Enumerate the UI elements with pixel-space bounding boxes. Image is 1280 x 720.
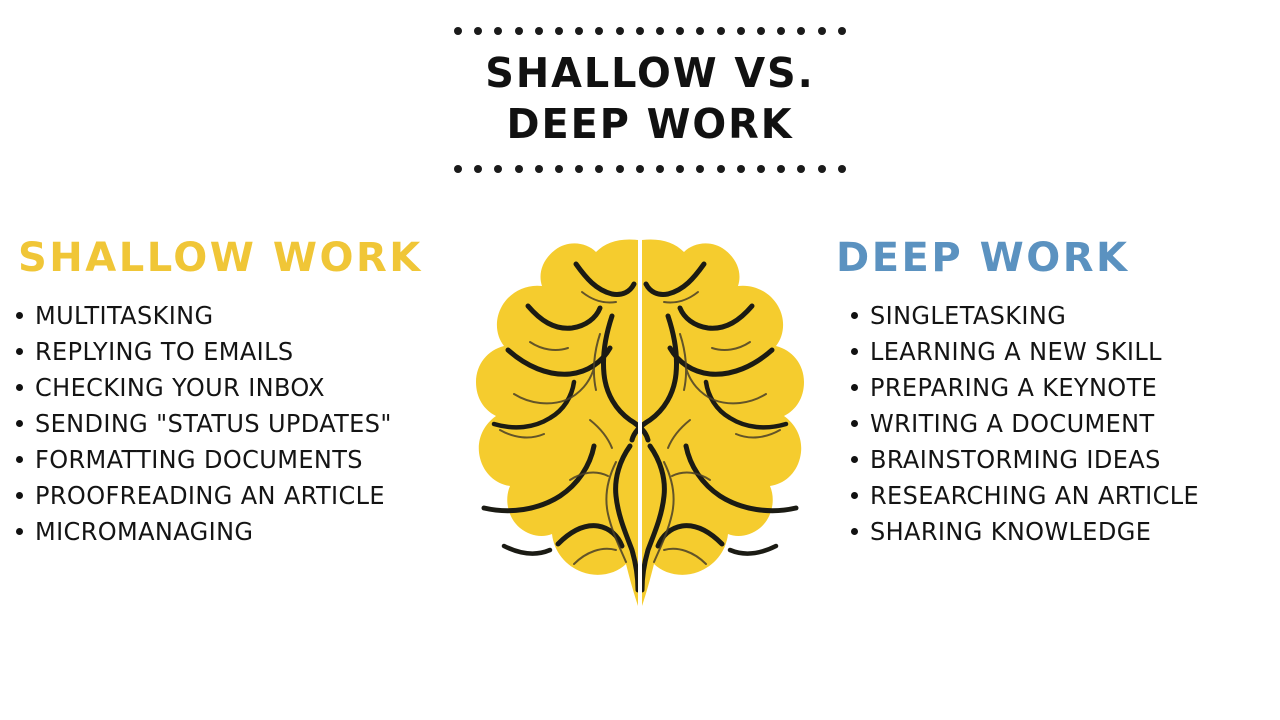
bullet-point-icon [851,348,858,355]
list-item: LEARNING A NEW SKILL [851,339,1213,375]
list-item: CHECKING YOUR INBOX [16,375,407,411]
divider-dot [716,27,725,35]
divider-dot [615,165,624,173]
shallow-work-item-label: MULTITASKING [35,301,214,330]
page-title-line2: DEEP WORK [506,100,794,148]
divider-dot [696,27,705,35]
divider-dot [494,27,503,35]
bullet-point-icon [16,456,23,463]
divider-dot [696,165,705,173]
divider-dot [797,27,806,35]
deep-work-heading: DEEP WORK [836,235,1130,281]
divider-dot [575,165,584,173]
deep-work-item-label: BRAINSTORMING IDEAS [870,445,1161,474]
deep-work-list: SINGLETASKING LEARNING A NEW SKILL PREPARI… [851,303,1213,555]
divider-dot [555,27,564,35]
list-item: RESEARCHING AN ARTICLE [851,483,1213,519]
deep-work-item-label: SINGLETASKING [870,301,1067,330]
deep-work-item-label: PREPARING A KEYNOTE [870,373,1158,402]
bullet-point-icon [16,348,23,355]
divider-dot [837,27,846,35]
list-item: REPLYING TO EMAILS [16,339,407,375]
divider-dot [514,165,523,173]
list-item: WRITING A DOCUMENT [851,411,1213,447]
bullet-point-icon [851,528,858,535]
divider-dot [534,165,543,173]
bullet-point-icon [16,384,23,391]
list-item: PREPARING A KEYNOTE [851,375,1213,411]
list-item: PROOFREADING AN ARTICLE [16,483,407,519]
divider-dot [757,27,766,35]
bullet-point-icon [16,492,23,499]
bullet-point-icon [16,312,23,319]
shallow-work-item-label: CHECKING YOUR INBOX [35,373,326,402]
brain-illustration [470,234,810,616]
divider-dot [514,27,523,35]
divider-dot [676,27,685,35]
divider-dot [555,165,564,173]
divider-dot [736,165,745,173]
divider-dot [575,27,584,35]
list-item: MICROMANAGING [16,519,407,555]
bullet-point-icon [851,456,858,463]
divider-dot [817,27,826,35]
bullet-point-icon [16,420,23,427]
divider-dot [635,165,644,173]
deep-work-item-label: RESEARCHING AN ARTICLE [870,481,1200,510]
divider-dot [777,165,786,173]
list-item: SHARING KNOWLEDGE [851,519,1213,555]
deep-work-item-label: WRITING A DOCUMENT [870,409,1155,438]
bullet-point-icon [851,312,858,319]
shallow-work-item-label: SENDING "STATUS UPDATES" [35,409,392,438]
divider-dot [817,165,826,173]
divider-dot [494,165,503,173]
divider-dot [656,165,665,173]
divider-dot [777,27,786,35]
shallow-work-item-label: MICROMANAGING [35,517,254,546]
divider-dot [716,165,725,173]
divider-dot [595,27,604,35]
divider-dot [474,27,483,35]
shallow-work-item-label: PROOFREADING AN ARTICLE [35,481,385,510]
list-item: SINGLETASKING [851,303,1213,339]
divider-dot [837,165,846,173]
list-item: FORMATTING DOCUMENTS [16,447,407,483]
divider-dot [534,27,543,35]
divider-dot [635,27,644,35]
shallow-work-heading: SHALLOW WORK [18,235,423,281]
title-block: SHALLOW VS. DEEP WORK [440,24,860,176]
deep-work-item-label: SHARING KNOWLEDGE [870,517,1152,546]
bullet-point-icon [851,420,858,427]
shallow-work-list: MULTITASKING REPLYING TO EMAILS CHECKING Y… [16,303,407,555]
divider-dot [474,165,483,173]
divider-dot [595,165,604,173]
divider-dot [454,27,462,35]
list-item: SENDING "STATUS UPDATES" [16,411,407,447]
list-item: MULTITASKING [16,303,407,339]
list-item: BRAINSTORMING IDEAS [851,447,1213,483]
divider-dot [454,165,462,173]
dotted-divider-top [454,24,846,38]
shallow-work-item-label: REPLYING TO EMAILS [35,337,294,366]
bullet-point-icon [16,528,23,535]
page-title-line1: SHALLOW VS. [485,49,815,97]
divider-dot [676,165,685,173]
deep-work-item-label: LEARNING A NEW SKILL [870,337,1162,366]
dotted-divider-bottom [454,162,846,176]
bullet-point-icon [851,492,858,499]
shallow-work-item-label: FORMATTING DOCUMENTS [35,445,363,474]
divider-dot [615,27,624,35]
divider-dot [736,27,745,35]
bullet-point-icon [851,384,858,391]
divider-dot [757,165,766,173]
divider-dot [656,27,665,35]
divider-dot [797,165,806,173]
